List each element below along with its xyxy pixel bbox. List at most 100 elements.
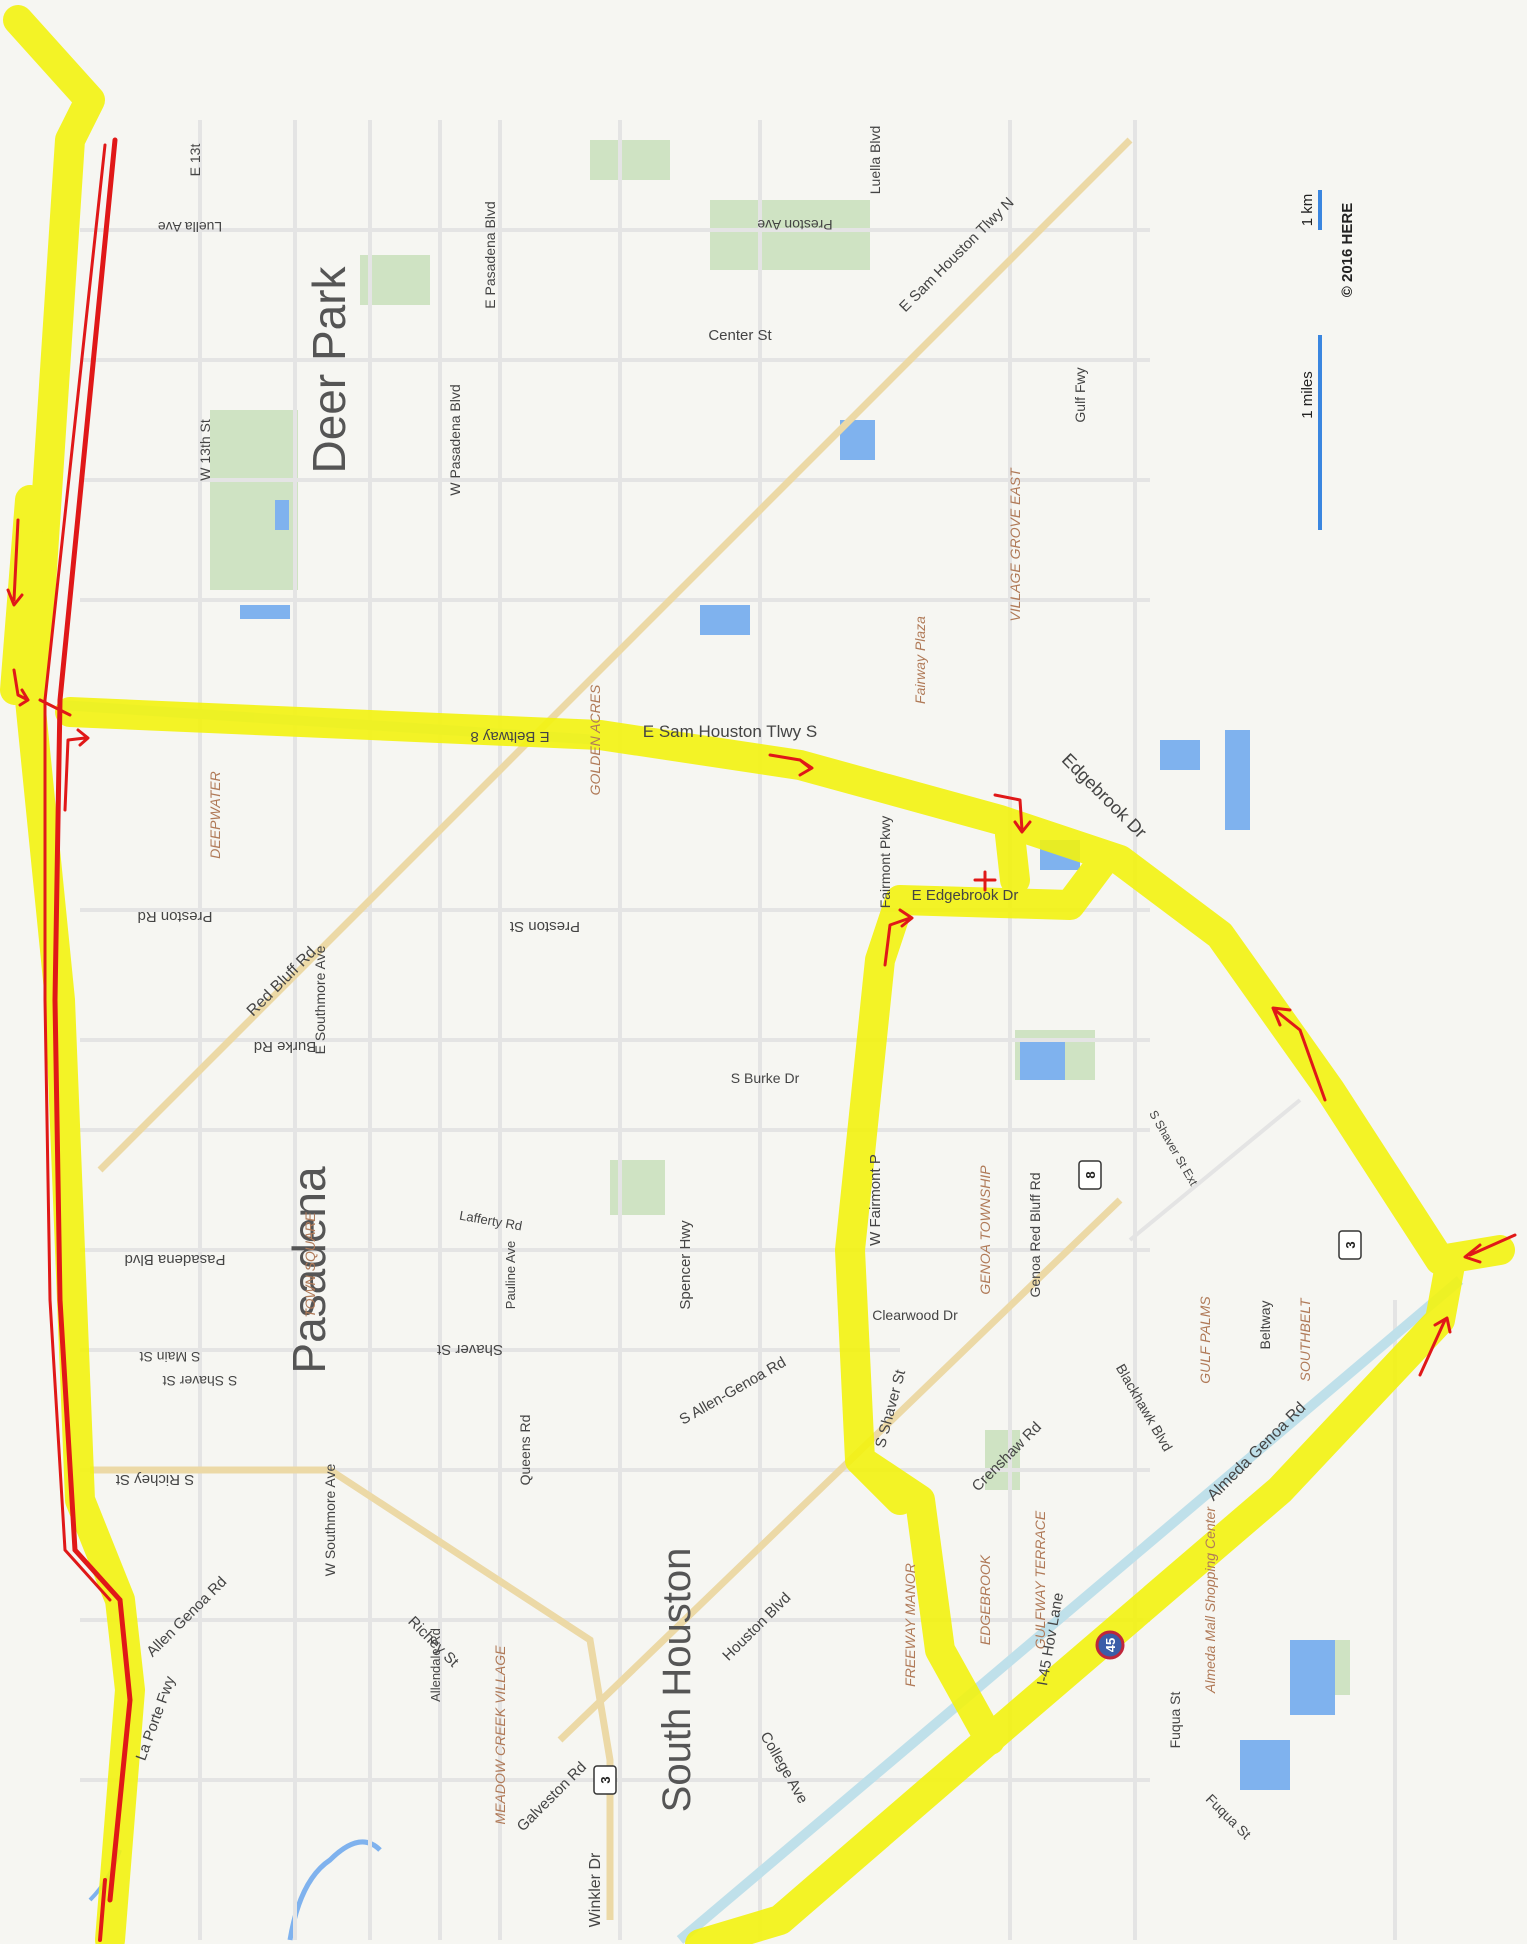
red-route bbox=[38, 137, 133, 1942]
road-label: Preston St bbox=[509, 918, 580, 935]
shield-number: 3 bbox=[598, 1776, 613, 1783]
road-label: E Sam Houston Tlwy S bbox=[643, 722, 817, 741]
major-roads bbox=[90, 137, 1133, 1920]
shield-number: 8 bbox=[1083, 1171, 1098, 1178]
red-route-line bbox=[98, 1878, 107, 1942]
park-area bbox=[985, 1430, 1020, 1490]
road-label: E Southmore Ave bbox=[312, 945, 328, 1054]
road-label: Burke Rd bbox=[254, 1038, 317, 1055]
water-area bbox=[275, 500, 289, 530]
red-route-line bbox=[43, 143, 112, 1602]
arrow-icon bbox=[993, 793, 1032, 834]
road-label: W 13th St bbox=[197, 419, 213, 481]
highlight-segment bbox=[685, 1250, 1465, 1949]
park-area bbox=[710, 200, 870, 270]
shield-number: 3 bbox=[1343, 1241, 1358, 1248]
arrow-icon bbox=[883, 908, 914, 967]
road-label: Luella Ave bbox=[158, 219, 223, 235]
scale-bar: 1 miles 1 km © 2016 HERE bbox=[1299, 190, 1356, 530]
road-label: S Burke Dr bbox=[731, 1070, 800, 1086]
district-label: GENOA TOWNSHIP bbox=[977, 1165, 993, 1295]
district-label: EDGEBROOK bbox=[977, 1554, 993, 1645]
highlight-segment bbox=[845, 1445, 915, 1515]
river bbox=[287, 1839, 382, 1941]
road-label: S Main St bbox=[140, 1349, 201, 1365]
road-label: Pasadena Blvd bbox=[125, 1251, 226, 1268]
arrow-icon bbox=[768, 753, 814, 777]
red-bluff-rd bbox=[97, 137, 1133, 1173]
water-area bbox=[700, 605, 750, 635]
road-label: Beltway bbox=[1257, 1300, 1273, 1349]
arrow-icon bbox=[1418, 1316, 1452, 1377]
road-label: Genoa Red Bluff Rd bbox=[1027, 1172, 1043, 1297]
district-label: VILLAGE GROVE EAST bbox=[1007, 467, 1023, 622]
red-route-line bbox=[52, 137, 133, 1903]
copyright-text: © 2016 HERE bbox=[1339, 203, 1356, 297]
scale-km-label: 1 km bbox=[1299, 194, 1316, 227]
road-label: Luella Blvd bbox=[867, 126, 883, 195]
road-label: Center St bbox=[708, 327, 772, 344]
i45-line bbox=[676, 1276, 1464, 1944]
route-shield-icon: 3 bbox=[593, 1765, 617, 1795]
district-label: GULF PALMS bbox=[1197, 1296, 1213, 1384]
road-label: S Shaver St bbox=[163, 1373, 238, 1389]
road-label: E Pasadena Blvd bbox=[482, 201, 498, 308]
road-label: Winkler Dr bbox=[587, 1852, 604, 1927]
galveston-rd bbox=[557, 1197, 1123, 1743]
arrow-icon bbox=[1463, 1233, 1517, 1264]
water-area bbox=[1225, 730, 1250, 830]
park-area bbox=[590, 140, 670, 180]
district-label: TOWN SQUARE bbox=[302, 1212, 318, 1318]
shield-number: 45 bbox=[1103, 1638, 1118, 1652]
water-area bbox=[1160, 740, 1200, 770]
road-label: Gulf Fwy bbox=[1072, 367, 1088, 422]
road-label: W Southmore Ave bbox=[322, 1464, 338, 1577]
route-shield-icon: 3 bbox=[1338, 1230, 1362, 1260]
road-label: Clearwood Dr bbox=[872, 1307, 958, 1323]
city-label: Pasadena bbox=[283, 1166, 335, 1374]
minor-roads bbox=[80, 120, 1397, 1940]
road-label: W Fairmont P bbox=[867, 1154, 884, 1246]
road-label: S Richey St bbox=[115, 1471, 194, 1488]
route-shields: 3 3 8 45 bbox=[593, 1160, 1362, 1795]
water-area bbox=[1290, 1640, 1335, 1715]
scale-miles-label: 1 miles bbox=[1299, 371, 1316, 419]
road-label: Allendale Rd bbox=[428, 1628, 443, 1702]
district-label: SOUTHBELT bbox=[1297, 1297, 1313, 1381]
water-bodies bbox=[88, 420, 1335, 1941]
district-label: GULFWAY TERRACE bbox=[1032, 1510, 1048, 1649]
road-label: Queens Rd bbox=[517, 1415, 533, 1486]
road-label: Shaver St bbox=[436, 1341, 503, 1358]
road-label: Preston Rd bbox=[137, 908, 212, 925]
arrow-icon bbox=[6, 518, 24, 607]
highlight-segment bbox=[995, 820, 1030, 895]
direction-arrows bbox=[6, 518, 1517, 1377]
road-label: Fairmont Pkwy bbox=[877, 816, 893, 909]
arrow-icon bbox=[973, 870, 997, 892]
highlight-segment bbox=[835, 850, 1115, 1755]
water-area bbox=[240, 605, 290, 619]
arrow-icon bbox=[1271, 1006, 1327, 1102]
arrow-icon bbox=[63, 728, 90, 812]
water-area bbox=[1020, 1040, 1065, 1080]
road-label: Fuqua St bbox=[1167, 1691, 1183, 1748]
minor-road bbox=[1128, 1098, 1302, 1242]
road-label: Pauline Ave bbox=[503, 1241, 518, 1309]
road-label: E Edgebrook Dr bbox=[912, 887, 1019, 904]
city-label: Deer Park bbox=[303, 265, 355, 473]
district-label: MEADOW CREEK VILLAGE bbox=[492, 1645, 508, 1825]
road-label: E Beltway 8 bbox=[470, 728, 549, 745]
red-route-line bbox=[38, 698, 72, 717]
poi-label: Fairway Plaza bbox=[912, 616, 928, 704]
district-label: GOLDEN ACRES bbox=[587, 684, 603, 795]
water-area bbox=[1240, 1740, 1290, 1790]
poi-label: Almeda Mall Shopping Center bbox=[1202, 1506, 1218, 1694]
district-label: FREEWAY MANOR bbox=[902, 1563, 918, 1687]
road-label: W Pasadena Blvd bbox=[447, 384, 463, 495]
arrow-icon bbox=[12, 668, 30, 707]
route-shield-icon: 8 bbox=[1078, 1160, 1102, 1190]
interstate-shield-icon: 45 bbox=[1095, 1630, 1125, 1660]
road-label: Preston Ave bbox=[757, 217, 832, 233]
